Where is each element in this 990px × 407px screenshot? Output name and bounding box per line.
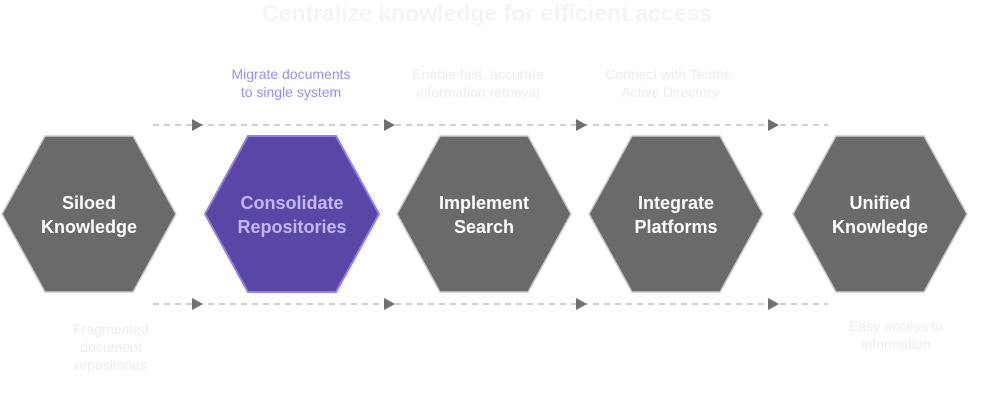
step-caption-unified: Easy access to information	[826, 317, 966, 353]
hex-step-integrate-platforms: Integrate Platforms	[588, 135, 764, 293]
hex-label: Integrate Platforms	[598, 191, 754, 239]
caption-line: Fragmented	[73, 321, 149, 337]
hex-step-implement-search: Implement Search	[396, 135, 572, 293]
caption-line: Enable fast, accurate	[412, 66, 544, 82]
caption-line: Active Directory	[620, 84, 720, 100]
caption-line: information	[861, 336, 931, 352]
hex-label-line: Siloed	[61, 193, 116, 213]
arrowhead-icon	[576, 119, 587, 131]
step-caption-siloed: Fragmented document repositories	[41, 320, 181, 374]
diagram-title: Centralize knowledge for efficient acces…	[262, 0, 712, 26]
arrowhead-icon	[576, 298, 587, 310]
arrowhead-icon	[192, 119, 203, 131]
caption-line: Migrate documents	[231, 66, 351, 82]
hex-label: Unified Knowledge	[802, 191, 958, 239]
hex-label-line: Knowledge	[40, 217, 137, 237]
caption-line: document	[80, 339, 142, 355]
hex-label-line: Implement	[438, 193, 530, 213]
hexagon-shape	[396, 135, 572, 293]
arrowhead-icon	[384, 298, 395, 310]
arrowhead-icon	[192, 298, 203, 310]
arrowhead-icon	[768, 119, 779, 131]
hex-label: Consolidate Repositories	[214, 191, 370, 239]
step-caption-consolidate: Migrate documents to single system	[211, 65, 371, 101]
hex-label-line: Consolidate	[240, 193, 344, 213]
step-caption-integrate: Connect with Teams, Active Directory	[590, 65, 750, 101]
hex-label-line: Unified	[849, 193, 911, 213]
hex-label-line: Knowledge	[831, 217, 928, 237]
caption-line: repositories	[74, 357, 148, 373]
hex-label: Implement Search	[406, 191, 562, 239]
arrowhead-icon	[768, 298, 779, 310]
hex-step-consolidate-repositories: Consolidate Repositories	[204, 135, 380, 293]
hexagon-shape	[1, 135, 177, 293]
hex-label-line: Integrate	[637, 193, 715, 213]
hexagon-shape	[588, 135, 764, 293]
hexagon-shape	[792, 135, 968, 293]
hex-label-line: Search	[453, 217, 515, 237]
caption-line: to single system	[240, 84, 342, 100]
hex-step-unified-knowledge: Unified Knowledge	[792, 135, 968, 293]
caption-line: Connect with Teams,	[605, 66, 735, 82]
caption-line: Easy access to	[848, 318, 944, 334]
hex-label-line: Platforms	[634, 217, 718, 237]
hex-label-line: Repositories	[237, 217, 347, 237]
caption-line: information retrieval	[416, 84, 540, 100]
hex-label: Siloed Knowledge	[11, 191, 167, 239]
arrowhead-icon	[384, 119, 395, 131]
hex-step-siloed-knowledge: Siloed Knowledge	[1, 135, 177, 293]
step-caption-search: Enable fast, accurate information retrie…	[393, 65, 563, 101]
hexagon-shape	[204, 135, 380, 293]
